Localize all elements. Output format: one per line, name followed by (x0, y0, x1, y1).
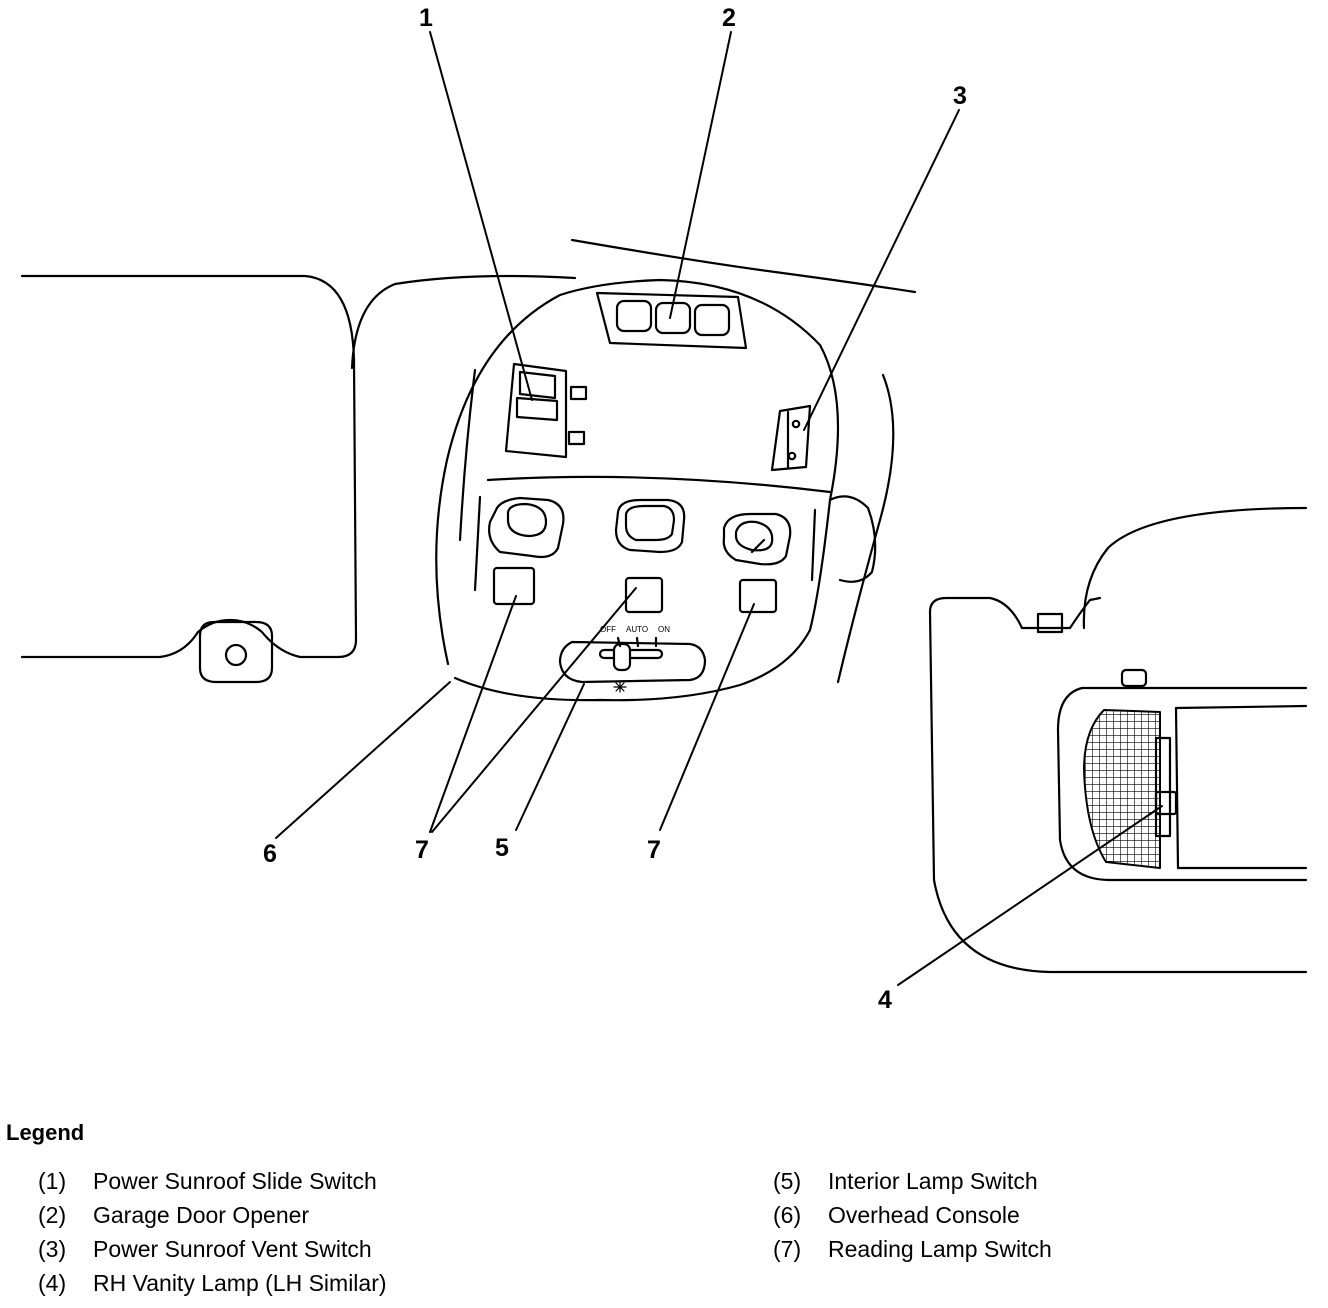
callout-2: 2 (722, 4, 736, 32)
reading-lamp-center (614, 498, 686, 554)
garage-door-opener (595, 291, 748, 350)
legend-item-text: RH Vanity Lamp (LH Similar) (93, 1270, 387, 1296)
slider-label-off: OFF (600, 625, 616, 634)
legend-item-number: (2) (38, 1202, 67, 1228)
callout-4: 4 (878, 986, 892, 1014)
callout-3: 3 (953, 82, 967, 110)
legend-item-text: Overhead Console (828, 1202, 1020, 1228)
headliner-edge (350, 274, 577, 370)
leader-lines (275, 31, 1163, 986)
legend-item-number: (7) (773, 1236, 802, 1262)
legend-item-text: Power Sunroof Slide Switch (93, 1168, 377, 1194)
legend-item-number: (4) (38, 1270, 67, 1296)
legend-column-right: (5) Interior Lamp Switch (6) Overhead Co… (773, 1168, 1052, 1270)
reading-lamp-switch-right (738, 578, 778, 614)
legend-item: (2) Garage Door Opener (38, 1202, 387, 1236)
legend-item-number: (1) (38, 1168, 67, 1194)
legend-item: (5) Interior Lamp Switch (773, 1168, 1052, 1202)
overhead-console-diagram: OFF AUTO ON 1 2 3 4 5 6 7 7 (20, 4, 1308, 1014)
headliner-edge (570, 238, 917, 294)
slider-label-auto: AUTO (626, 625, 648, 634)
legend-title: Legend (6, 1120, 85, 1145)
legend-item-text: Power Sunroof Vent Switch (93, 1236, 372, 1262)
sunroof-slide-switch (504, 362, 588, 459)
right-sun-visor (928, 506, 1308, 974)
legend-item: (3) Power Sunroof Vent Switch (38, 1236, 387, 1270)
legend-item-text: Interior Lamp Switch (828, 1168, 1038, 1194)
legend-column-left: (1) Power Sunroof Slide Switch (2) Garag… (38, 1168, 387, 1304)
legend-item-text: Reading Lamp Switch (828, 1236, 1052, 1262)
left-sun-visor (20, 274, 358, 684)
sunroof-vent-switch (770, 404, 812, 472)
callout-5: 5 (495, 834, 509, 862)
legend-item-number: (3) (38, 1236, 67, 1262)
slider-label-on: ON (658, 625, 670, 634)
callout-7b: 7 (647, 836, 661, 864)
legend-item: (1) Power Sunroof Slide Switch (38, 1168, 387, 1202)
callout-7a: 7 (415, 836, 429, 864)
reading-lamp-switch-center (624, 576, 664, 614)
interior-lamp-switch (558, 636, 707, 693)
callout-6: 6 (263, 840, 277, 868)
legend-item-text: Garage Door Opener (93, 1202, 310, 1228)
vanity-lamp-lens (1083, 709, 1161, 869)
legend-item-number: (5) (773, 1168, 802, 1194)
overhead-console (435, 278, 895, 702)
reading-lamp-right (722, 512, 792, 566)
callout-1: 1 (419, 4, 433, 32)
legend-item: (7) Reading Lamp Switch (773, 1236, 1052, 1270)
legend-item: (4) RH Vanity Lamp (LH Similar) (38, 1270, 387, 1304)
legend-item: (6) Overhead Console (773, 1202, 1052, 1236)
legend-item-number: (6) (773, 1202, 802, 1228)
reading-lamp-left (488, 496, 565, 559)
